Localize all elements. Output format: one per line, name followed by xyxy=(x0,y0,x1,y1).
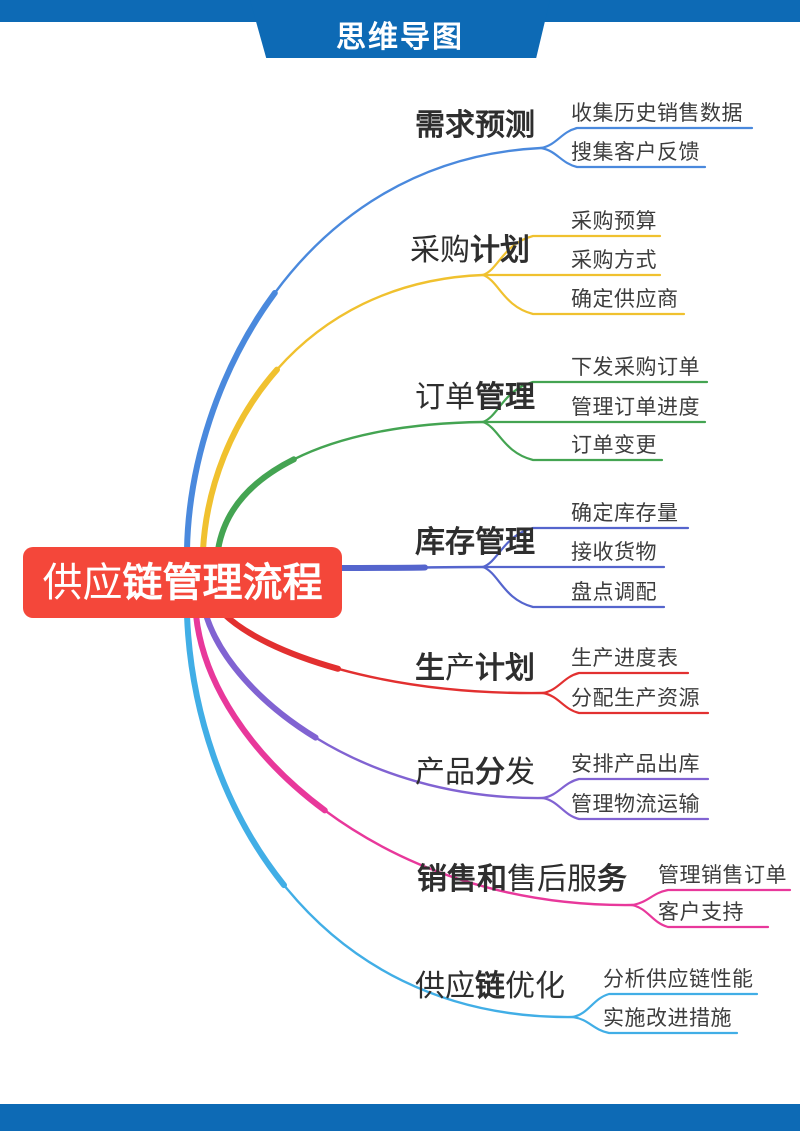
branch-procurement-plan-child-2: 采购方式 xyxy=(571,249,657,272)
branch-inventory-management-child-2: 接收货物 xyxy=(571,541,657,564)
branch-topic-label: 计划 xyxy=(475,652,535,685)
branch-product-distribution-child-2: 管理物流运输 xyxy=(571,793,700,816)
branch-supply-chain-optimization-child-line-1 xyxy=(571,992,759,1019)
root-node: 供应链管理流程 xyxy=(23,547,342,618)
branch-topic-label: 需求预测 xyxy=(415,109,535,142)
branch-demand-forecast-curve xyxy=(273,146,543,295)
branch-topic-label: 售后服 xyxy=(507,863,597,896)
branch-demand-forecast-child-1: 收集历史销售数据 xyxy=(571,102,743,125)
branch-order-management-trunk xyxy=(215,456,297,553)
branch-order-management-child-2: 管理订单进度 xyxy=(571,396,700,419)
branch-production-plan-child-1: 生产进度表 xyxy=(571,647,679,670)
branch-inventory-management-trunk xyxy=(332,564,428,571)
branch-product-distribution-child-line-2 xyxy=(541,796,710,821)
branch-order-management-child-3: 订单变更 xyxy=(571,434,657,457)
branch-sales-aftersales-trunk xyxy=(193,612,328,814)
branch-sales-aftersales-child-1: 管理销售订单 xyxy=(658,864,787,887)
branch-order-management-child-1: 下发采购订单 xyxy=(571,356,700,379)
footer-bottom-bar xyxy=(0,1104,800,1131)
branch-topic-demand-forecast: 需求预测 xyxy=(415,108,535,144)
branch-supply-chain-optimization-trunk xyxy=(184,612,287,889)
branch-product-distribution-child-line-1 xyxy=(541,777,710,800)
branch-topic-supply-chain-optimization: 供应链优化 xyxy=(415,969,565,1005)
branch-demand-forecast-child-2: 搜集客户反馈 xyxy=(571,141,700,164)
branch-procurement-plan-trunk xyxy=(200,366,280,553)
branch-topic-label: 库存管理 xyxy=(415,526,535,559)
branch-procurement-plan-curve xyxy=(275,273,485,371)
branch-topic-label: 产 xyxy=(445,652,475,685)
branch-sales-aftersales-child-2: 客户支持 xyxy=(658,901,744,924)
root-node-label: 供应 xyxy=(42,560,123,605)
banner-title: 思维导图 xyxy=(336,21,464,54)
branch-topic-label: 发 xyxy=(505,756,535,789)
branch-topic-label: 采购 xyxy=(410,234,470,267)
branch-order-management-child-line-1 xyxy=(481,380,709,424)
branch-production-plan-child-line-2 xyxy=(541,691,710,715)
branch-procurement-plan-child-1: 采购预算 xyxy=(571,210,657,233)
branch-topic-label: 管理 xyxy=(475,381,535,414)
branch-procurement-plan-child-line-3 xyxy=(481,273,686,316)
branch-topic-procurement-plan: 采购计划 xyxy=(410,233,530,269)
branch-product-distribution-child-1: 安排产品出库 xyxy=(571,753,700,776)
branch-sales-aftersales-child-line-2 xyxy=(630,903,770,929)
branch-inventory-management-child-line-1 xyxy=(481,526,690,569)
branch-production-plan-curve xyxy=(336,667,545,695)
branch-topic-label: 计划 xyxy=(470,234,530,267)
branch-supply-chain-optimization-child-1: 分析供应链性能 xyxy=(603,968,754,991)
branch-procurement-plan-child-line-1 xyxy=(481,234,662,277)
branch-supply-chain-optimization-curve xyxy=(282,883,575,1019)
branch-topic-order-management: 订单管理 xyxy=(415,380,535,416)
branch-inventory-management-curve xyxy=(423,565,485,569)
branch-topic-production-plan: 生产计划 xyxy=(415,651,535,687)
branch-demand-forecast-child-line-2 xyxy=(539,146,707,169)
root-node-label: 链管理流程 xyxy=(122,560,323,605)
branch-topic-label: 务 xyxy=(597,863,627,896)
branch-order-management-curve xyxy=(292,420,485,461)
branch-topic-label: 优化 xyxy=(505,970,565,1003)
branch-production-plan-child-2: 分配生产资源 xyxy=(571,687,700,710)
branch-topic-label: 分 xyxy=(475,756,505,789)
branch-order-management-child-line-3 xyxy=(481,420,664,462)
branch-supply-chain-optimization-child-2: 实施改进措施 xyxy=(603,1007,732,1030)
branch-inventory-management-child-line-3 xyxy=(481,565,666,609)
branch-topic-label: 订单 xyxy=(415,381,475,414)
branch-demand-forecast-child-line-1 xyxy=(539,126,754,150)
branch-inventory-management-child-3: 盘点调配 xyxy=(571,581,657,604)
branch-procurement-plan-child-3: 确定供应商 xyxy=(571,288,679,311)
branch-topic-sales-aftersales: 销售和售后服务 xyxy=(417,862,627,898)
branch-sales-aftersales-child-line-1 xyxy=(630,888,792,907)
branch-topic-label: 供应 xyxy=(415,970,475,1003)
branch-product-distribution-curve xyxy=(314,736,545,800)
branch-sales-aftersales-curve xyxy=(323,809,634,907)
branch-demand-forecast-trunk xyxy=(184,290,278,553)
branch-inventory-management-child-1: 确定库存量 xyxy=(571,502,679,525)
branch-topic-label: 产品 xyxy=(415,756,475,789)
branch-topic-label: 链 xyxy=(475,970,505,1003)
branch-production-plan-trunk xyxy=(221,611,342,672)
branch-supply-chain-optimization-child-line-2 xyxy=(571,1015,739,1035)
branch-production-plan-child-line-1 xyxy=(541,671,690,695)
branch-product-distribution-trunk xyxy=(203,612,319,741)
header-banner: 思维导图 xyxy=(250,0,550,58)
branch-topic-product-distribution: 产品分发 xyxy=(415,755,535,791)
branch-topic-label: 生 xyxy=(415,652,445,685)
branch-topic-inventory-management: 库存管理 xyxy=(415,525,535,561)
branch-topic-label: 销售和 xyxy=(417,863,507,896)
